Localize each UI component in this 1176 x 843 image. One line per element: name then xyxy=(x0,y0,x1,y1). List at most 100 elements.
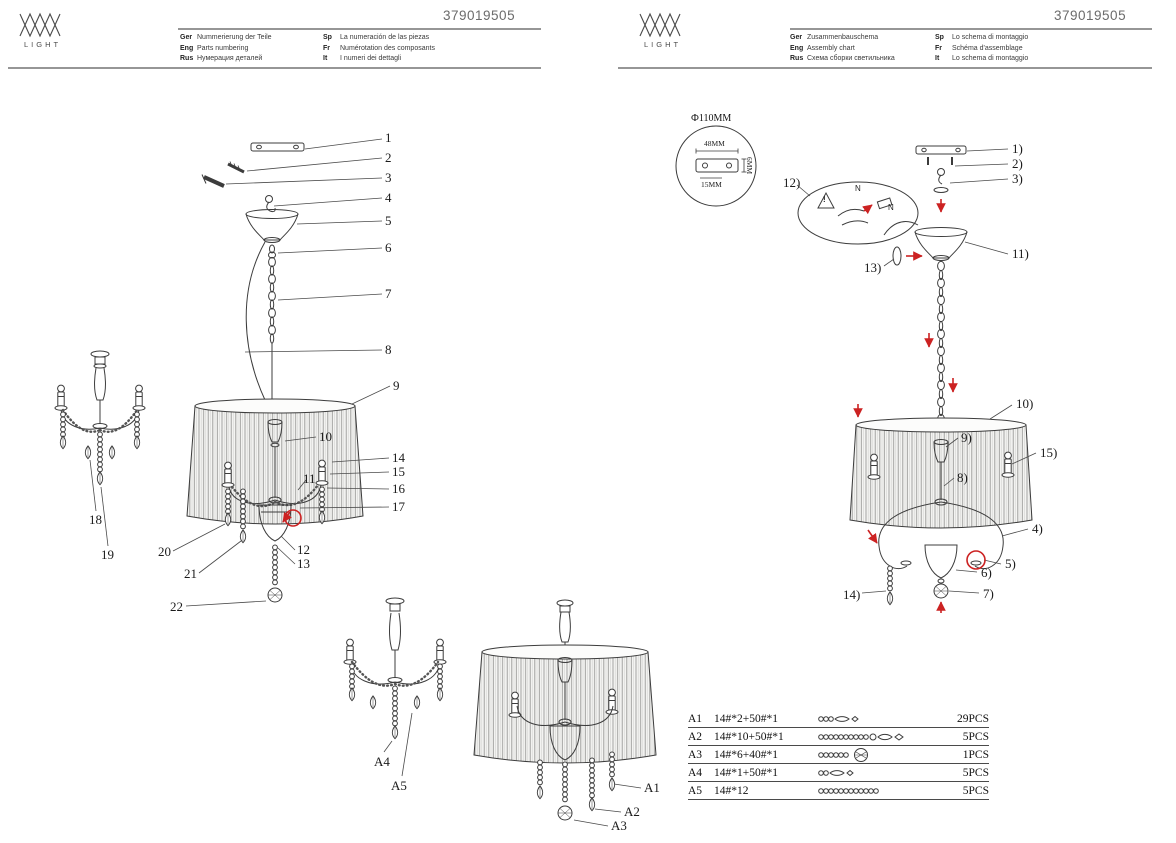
callout-20: 20 xyxy=(158,544,171,559)
callout-9: 9 xyxy=(393,378,400,393)
lang-text: I numeri dei dettagli xyxy=(340,55,402,62)
callout-3: 3 xyxy=(385,170,392,185)
callout-7: 7 xyxy=(385,286,392,301)
callout-r3: 3) xyxy=(1012,171,1023,186)
callout-10: 10 xyxy=(319,429,332,444)
part-id: A4 xyxy=(688,766,703,779)
part-qty: 5PCS xyxy=(962,784,989,797)
lang-code: Eng xyxy=(180,44,194,52)
left-language-column-2: Sp La numeración de las piezas Fr Numérota… xyxy=(323,33,435,65)
callout-6: 6 xyxy=(385,240,392,255)
left-small-chandelier xyxy=(54,350,146,486)
bottom-chandelier-shade xyxy=(473,599,657,821)
callout-a1: A1 xyxy=(644,780,660,795)
lang-text: Lo schema di montaggio xyxy=(952,34,1029,41)
callout-r4: 4) xyxy=(1032,521,1043,536)
chain-icon-a5 xyxy=(816,783,943,799)
callout-r8: 8) xyxy=(957,470,968,485)
part-spec: 14#*2+50#*1 xyxy=(714,712,778,725)
dimension-height: 6MM xyxy=(745,157,754,175)
callout-r6: 6) xyxy=(981,565,992,580)
part-id: A1 xyxy=(688,712,703,725)
callout-r10: 10) xyxy=(1016,396,1034,411)
lang-code: Sp xyxy=(935,34,944,41)
parts-table-row-a2: A2 14#*10+50#*1 5PCS xyxy=(688,728,989,746)
callout-13: 13 xyxy=(297,556,310,571)
chain-icon-a4 xyxy=(816,765,943,781)
callout-r11: 11) xyxy=(1012,246,1029,261)
part-spec: 14#*10+50#*1 xyxy=(714,730,784,743)
callout-5: 5 xyxy=(385,213,392,228)
callout-14: 14 xyxy=(392,450,405,465)
callout-8: 8 xyxy=(385,342,392,357)
callout-11: 11 xyxy=(303,471,316,486)
lang-text: Zusammenbauschema xyxy=(807,34,879,41)
lang-text: Нумерация деталей xyxy=(197,55,263,62)
wire-label-n2: N xyxy=(888,203,894,212)
lang-code: Sp xyxy=(323,34,332,41)
warning-exclamation: ! xyxy=(823,195,826,204)
lang-text: Lo schema di montaggio xyxy=(952,55,1029,62)
callout-r5: 5) xyxy=(1005,556,1016,571)
right-logo-text: LIGHT xyxy=(644,40,682,49)
callout-18: 18 xyxy=(89,512,102,527)
part-qty: 29PCS xyxy=(957,712,989,725)
lang-code: Eng xyxy=(790,44,804,52)
right-part-number: 379019505 xyxy=(1054,8,1127,23)
callout-21: 21 xyxy=(184,566,197,581)
wire-label-n1: N xyxy=(855,184,861,193)
left-main-chandelier xyxy=(186,142,364,603)
callout-12: 12 xyxy=(297,542,310,557)
part-id: A2 xyxy=(688,730,703,743)
lang-row-fr: Fr Numérotation des composants xyxy=(323,44,435,55)
callout-r7: 7) xyxy=(983,586,994,601)
lang-text: Assembly chart xyxy=(807,44,855,52)
lang-code: Fr xyxy=(323,44,330,52)
callout-19: 19 xyxy=(101,547,114,562)
lang-row-sp: Sp Lo schema di montaggio xyxy=(935,33,1028,44)
header-rules xyxy=(8,28,1152,69)
lang-code: Rus xyxy=(790,55,804,62)
lang-code: Rus xyxy=(180,55,194,62)
lang-row-it: It Lo schema di montaggio xyxy=(935,54,1028,65)
callout-r15: 15) xyxy=(1040,445,1058,460)
mw-logo-left-icon xyxy=(19,12,61,38)
callout-a3: A3 xyxy=(611,818,627,833)
part-qty: 1PCS xyxy=(962,748,989,761)
chain-icon-a3 xyxy=(816,747,943,763)
dimension-width: 48MM xyxy=(704,139,725,148)
left-logo-text: LIGHT xyxy=(24,40,62,49)
left-part-number: 379019505 xyxy=(443,8,516,23)
part-spec: 14#*12 xyxy=(714,784,749,797)
callout-a2: A2 xyxy=(624,804,640,819)
parts-table-row-a4: A4 14#*1+50#*1 5PCS xyxy=(688,764,989,782)
red-assembly-arrows xyxy=(282,199,986,613)
callout-r9: 9) xyxy=(961,430,972,445)
callout-4: 4 xyxy=(385,190,392,205)
leader-lines-left xyxy=(89,138,642,827)
lang-text: Схема сборки светильника xyxy=(807,55,895,62)
parts-table-row-a1: A1 14#*2+50#*1 29PCS xyxy=(688,710,989,728)
right-assembly-chandelier xyxy=(849,145,1033,606)
lang-text: Numérotation des composants xyxy=(340,44,435,52)
lang-text: La numeración de las piezas xyxy=(340,34,430,41)
dimension-diameter: Ф110MM xyxy=(691,113,732,124)
callout-22: 22 xyxy=(170,599,183,614)
parts-table-row-a3: A3 14#*6+40#*1 1PCS xyxy=(688,746,989,764)
lang-text: Schéma d'assemblage xyxy=(952,44,1023,52)
lang-code: It xyxy=(935,55,940,62)
callout-r12: 12) xyxy=(783,175,801,190)
lang-row-sp: Sp La numeración de las piezas xyxy=(323,33,435,44)
chain-icon-a1 xyxy=(816,711,943,727)
part-spec: 14#*1+50#*1 xyxy=(714,766,778,779)
